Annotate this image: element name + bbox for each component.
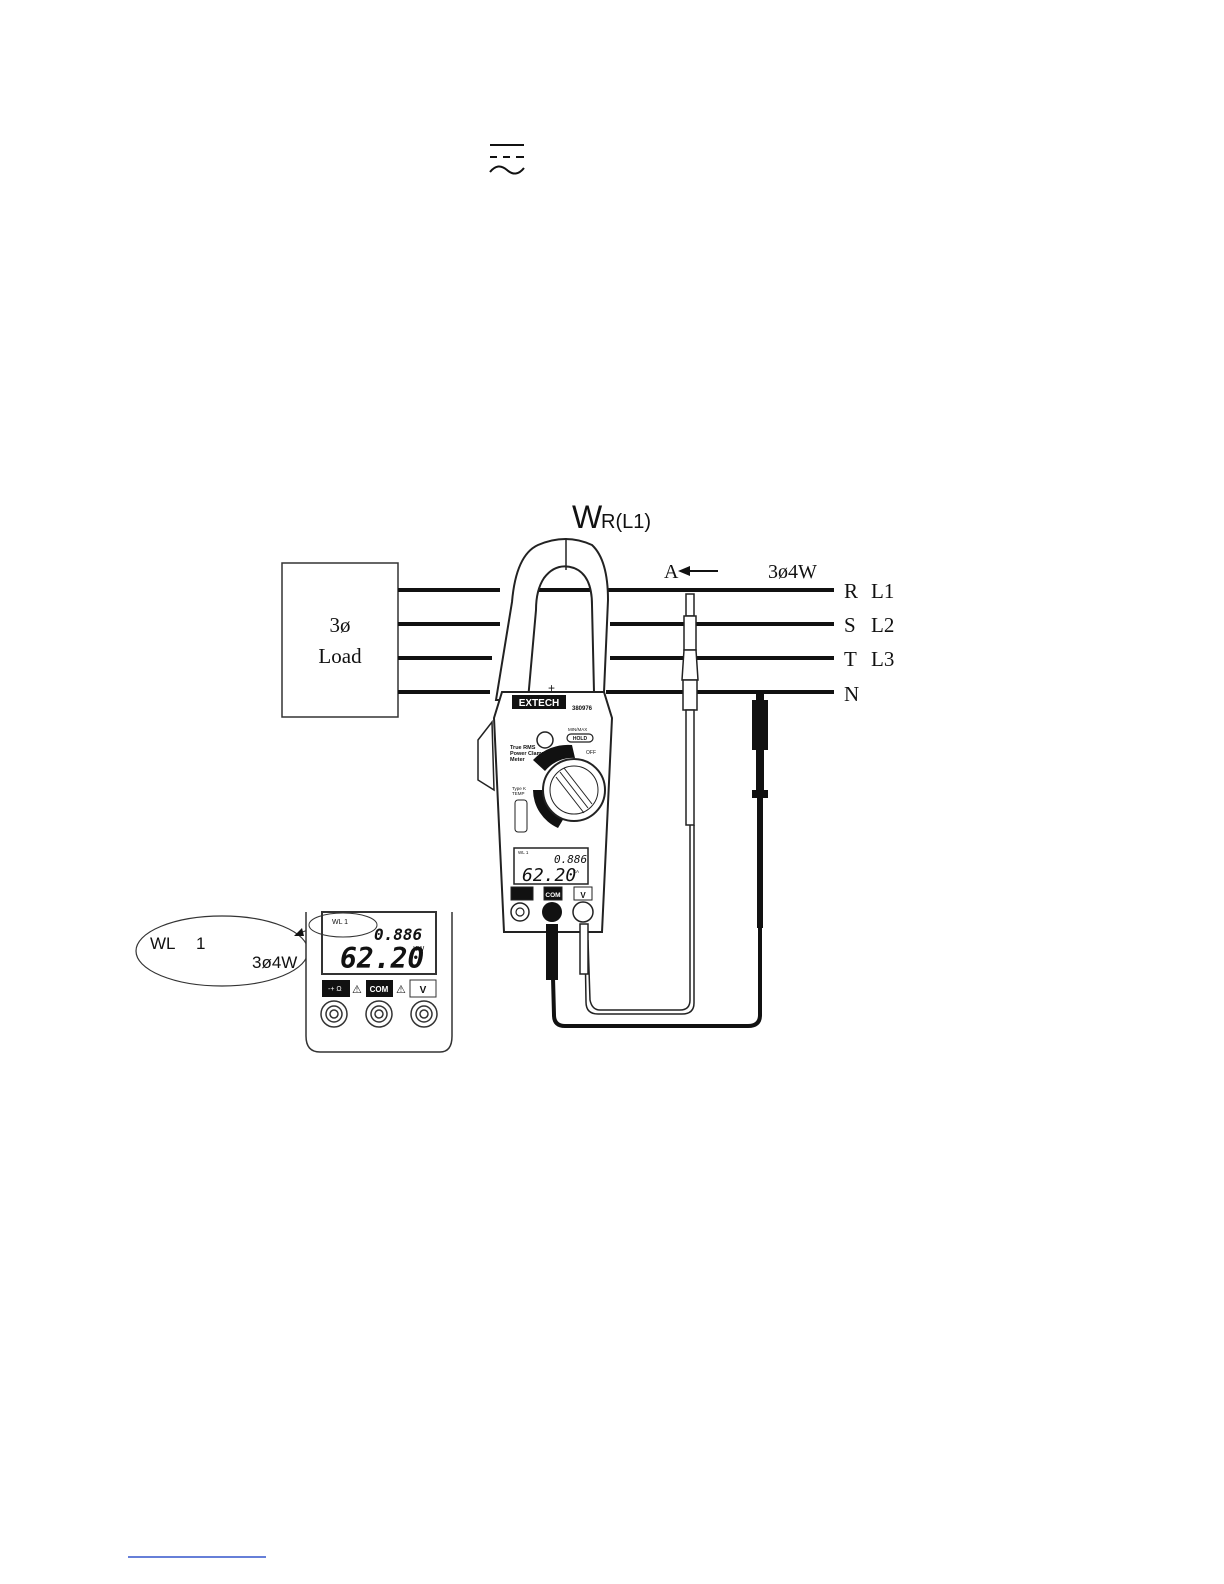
inset-indicator: WL 1 [332,919,348,926]
diagram-title-sub: R(L1) [601,511,651,533]
inset-meter: WL 1 0.886 62.20 KW -+ Ω ⚠ COM ⚠ V [306,912,452,1052]
meter-jack-com[interactable] [542,902,562,922]
ac-dc-symbol-icon [490,145,524,174]
power-lines [398,590,834,692]
meter-plus-mark: + [548,681,555,695]
inset-main-value: 62.20 [340,942,424,975]
meter-v-label: V [580,891,586,900]
line-label-l3: L3 [871,647,894,671]
meter-temp-label: TEMP [512,791,525,796]
callout-wl: WL [150,934,176,953]
load-box [282,563,398,717]
meter-brand: EXTECH [519,698,560,709]
meter-model: 380976 [572,706,593,712]
diagram-title: W [572,499,603,535]
clamp-jaws [496,538,608,700]
meter-minmax-label: MIN/MAX [568,727,587,732]
inset-unit: KW [413,946,425,953]
line-label-n: N [844,682,859,706]
meter-jack-v[interactable] [573,902,593,922]
clamp-meter: + EXTECH 380976 MIN/MAX HOLD True RMS Po… [478,681,612,932]
line-label-l2: L2 [871,613,894,637]
meter-off-label: OFF [586,750,596,756]
callout-one: 1 [196,934,205,953]
svg-text:⚠: ⚠ [396,984,406,996]
display-callout: WL 1 3ø4W [136,916,328,986]
line-label-t: T [844,647,857,671]
inset-com-label: COM [370,985,389,994]
meter-lcd-unit: KA [573,869,579,874]
callout-system: 3ø4W [252,953,297,972]
current-direction-arrow-icon [678,566,718,576]
meter-meter-label: Meter [510,757,526,763]
load-label: Load [318,644,362,668]
meter-range-button[interactable] [537,732,553,748]
inset-v-label: V [420,985,427,996]
line-label-r: R [844,579,858,603]
meter-lcd-indicator: WL 1 [518,850,529,855]
meter-hold-label: HOLD [573,736,588,742]
line-label-l1: L1 [871,579,894,603]
system-label: 3ø4W [768,561,817,583]
line-label-s: S [844,613,856,637]
current-direction-label: A [664,561,679,583]
svg-text:-+ Ω: -+ Ω [328,986,342,993]
svg-text:⚠: ⚠ [352,984,362,996]
meter-com-label: COM [545,892,560,899]
meter-lcd-main: 62.20 [522,865,576,886]
load-label-phase: 3ø [330,613,351,637]
